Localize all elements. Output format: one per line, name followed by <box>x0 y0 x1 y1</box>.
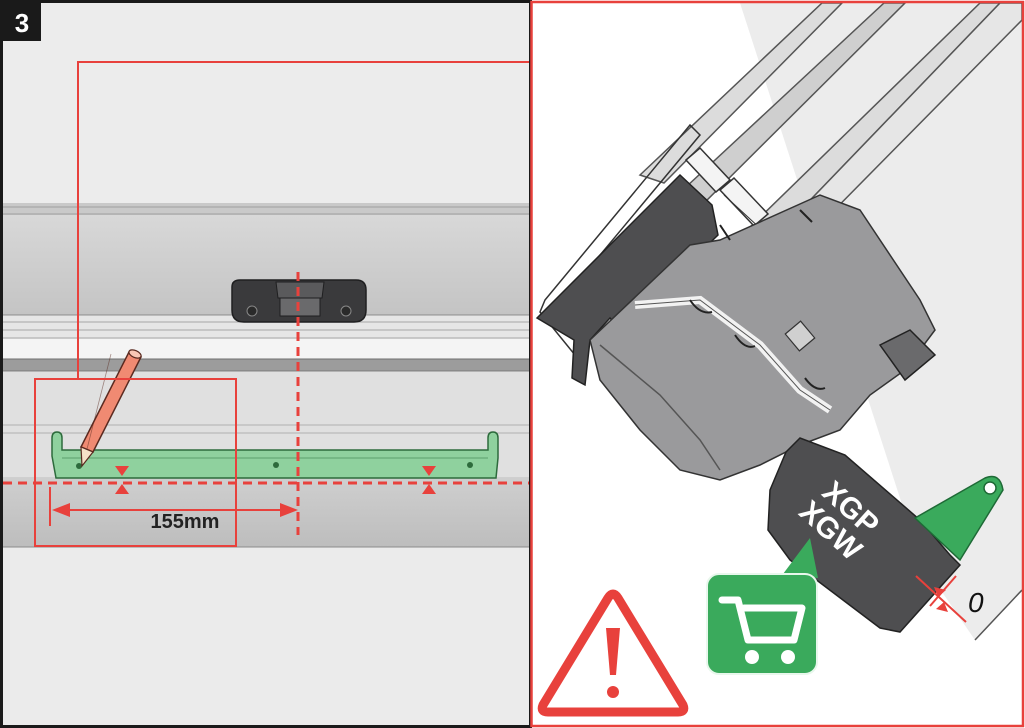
pencil-icon <box>79 349 143 468</box>
warning-triangle-icon <box>537 589 689 717</box>
glass-panes <box>638 3 1022 256</box>
mounting-bracket <box>51 431 499 479</box>
detail-callout-box <box>34 378 237 547</box>
left-panel: 155mm <box>3 3 530 725</box>
gap-label: 0 <box>968 587 984 618</box>
main-profile <box>589 194 936 481</box>
step-number: 3 <box>15 8 29 38</box>
upper-sash-edge <box>3 203 530 215</box>
right-panel: XGP XGW 0 <box>532 3 1022 725</box>
dimension-arrow <box>49 487 298 526</box>
alignment-marker <box>115 466 436 494</box>
right-panel-border <box>530 0 1025 728</box>
shopping-cart-icon <box>706 538 818 675</box>
dimension-label: 155mm <box>151 511 220 533</box>
callout-leader <box>77 61 530 379</box>
track-bar <box>3 359 530 371</box>
lower-rail <box>3 477 530 547</box>
green-plate <box>913 475 1004 562</box>
lock-keeper <box>231 279 367 323</box>
step-badge <box>3 3 41 41</box>
hardware-detail <box>689 209 937 390</box>
gap-indicator <box>915 575 967 623</box>
outer-profile <box>535 173 719 387</box>
gasket-profile <box>767 437 962 633</box>
spacer-bars <box>684 146 770 231</box>
